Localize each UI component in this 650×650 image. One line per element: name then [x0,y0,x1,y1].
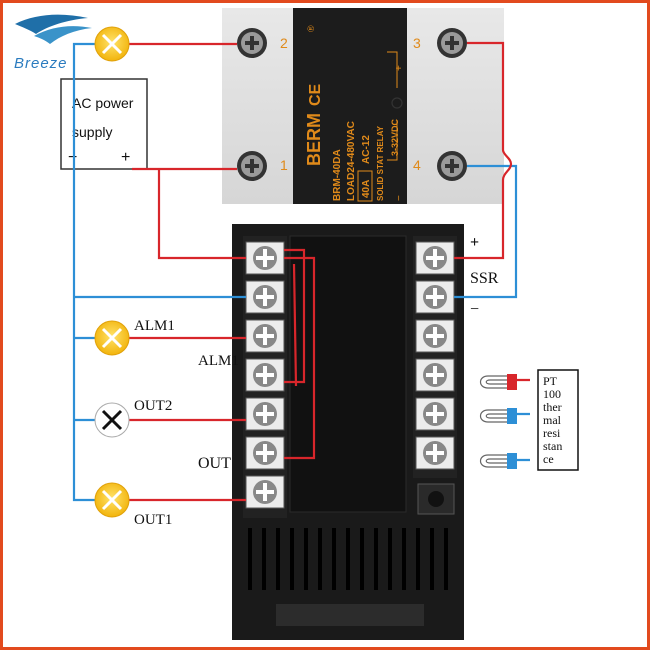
relay-plus: + [394,65,405,71]
controller-label-plate [276,604,424,626]
ac-power-supply: AC power supply − + [60,78,148,170]
solid-state-relay: 2 1 3 4 BERM CE ® BRM-40DA LOAD24-480VAC… [222,8,504,204]
label-alm1-lamp: ALM1 [134,318,175,334]
vent-slots [248,528,448,590]
label-alm1-block: ALM1 [198,353,239,369]
power-supply-minus: − [68,149,77,166]
terminal-4-label: 4 [413,157,421,173]
lamp-alm1 [94,320,130,356]
relay-brand: BERM [304,113,324,166]
sensor-connectors [479,374,517,469]
breeze-logo: Breeze [14,14,92,72]
blue-wires [72,42,530,502]
terminal-1-label: 1 [280,157,288,173]
relay-terminal-3 [437,28,467,58]
right-terminal-block [413,236,457,478]
sensor-line-1: PT [543,374,558,388]
relay-load: LOAD24-480VAC [346,121,357,201]
relay-minus: − [394,195,405,201]
relay-indicator-led [391,97,403,109]
label-out: OUT [198,455,231,472]
relay-ac-rating: AC-12 [361,135,372,164]
left-terminal-block [243,236,287,518]
power-supply-plus: + [121,149,130,166]
ce-mark: CE [307,83,324,106]
brand-name: Breeze [14,55,68,72]
relay-current: 40A [361,180,372,198]
temperature-controller [232,224,464,640]
wire-ps-minus-to-top-lamp [72,42,95,169]
sensor-line-2: 100 [543,387,561,401]
label-ssr: SSR [470,270,499,287]
power-supply-line2: supply [72,124,112,140]
sensor-line-4: mal [543,413,562,427]
sensor-line-7: ce [543,452,554,466]
red-wires [129,41,530,502]
terminal-2-label: 2 [280,35,288,51]
sensor-line-5: resi [543,426,561,440]
relay-terminal-1 [237,151,267,181]
relay-type: SOLID STAT RELAY [376,125,385,201]
sensor-line-3: ther [543,400,562,414]
lamp-out2 [94,402,130,438]
sensor-line-6: stan [543,439,562,453]
relay-terminal-2 [237,28,267,58]
lamp-load [94,26,130,62]
label-out2: OUT2 [134,398,172,414]
relay-model: BRM-40DA [332,149,343,201]
power-supply-line1: AC power [72,95,134,111]
pt100-sensor: PT 100 ther mal resi stan ce [537,369,579,471]
terminal-3-label: 3 [413,35,421,51]
registered-mark: ® [306,25,316,32]
lamp-out1 [94,482,130,518]
label-out1: OUT1 [134,512,172,528]
relay-terminal-4 [437,151,467,181]
label-ssr-minus: − [470,301,479,318]
label-ssr-plus: + [470,234,479,251]
relay-control: 3-32VDC [390,118,400,156]
relay-label-panel [293,8,407,204]
